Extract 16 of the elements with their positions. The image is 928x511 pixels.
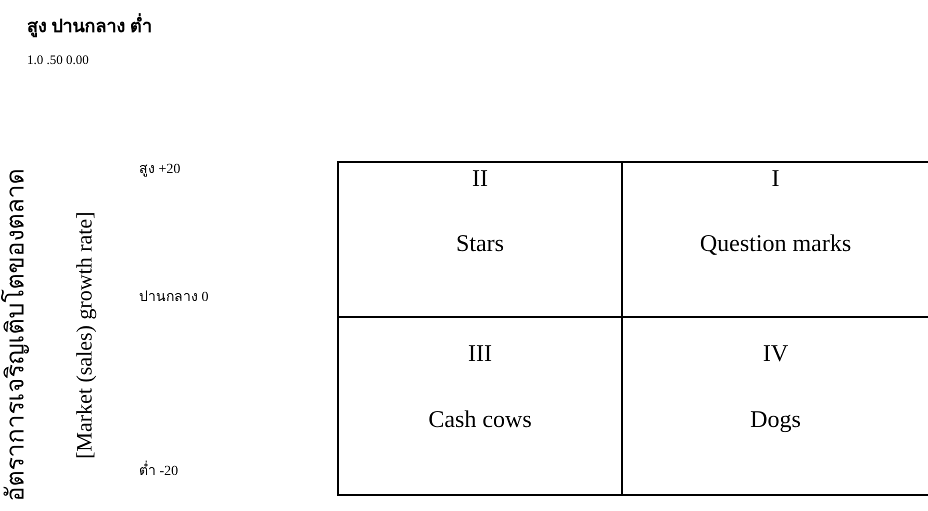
- quadrant-label: Stars: [455, 230, 505, 258]
- quadrant-numeral: IV: [762, 340, 790, 368]
- axis-tick-label: สูง +20: [139, 162, 180, 179]
- quadrant-label: Cash cows: [427, 406, 533, 434]
- axis-title: อัตราการเจริญเติบโตของตลาด: [1, 168, 30, 502]
- quadrant-numeral: I: [770, 165, 780, 193]
- quadrant-label: Question marks: [698, 230, 852, 258]
- axis-title: [Market (sales) growth rate]: [71, 212, 98, 459]
- axis-tick-label: ปานกลาง 0: [139, 290, 208, 307]
- matrix-cell: [623, 161, 928, 318]
- scale-values: 1.0 .50 0.00: [27, 52, 89, 68]
- quadrant-label: Dogs: [749, 406, 802, 434]
- matrix-cell: [337, 318, 623, 496]
- matrix-cell: [337, 161, 623, 318]
- quadrant-numeral: III: [467, 340, 493, 368]
- quadrant-numeral: II: [471, 165, 489, 193]
